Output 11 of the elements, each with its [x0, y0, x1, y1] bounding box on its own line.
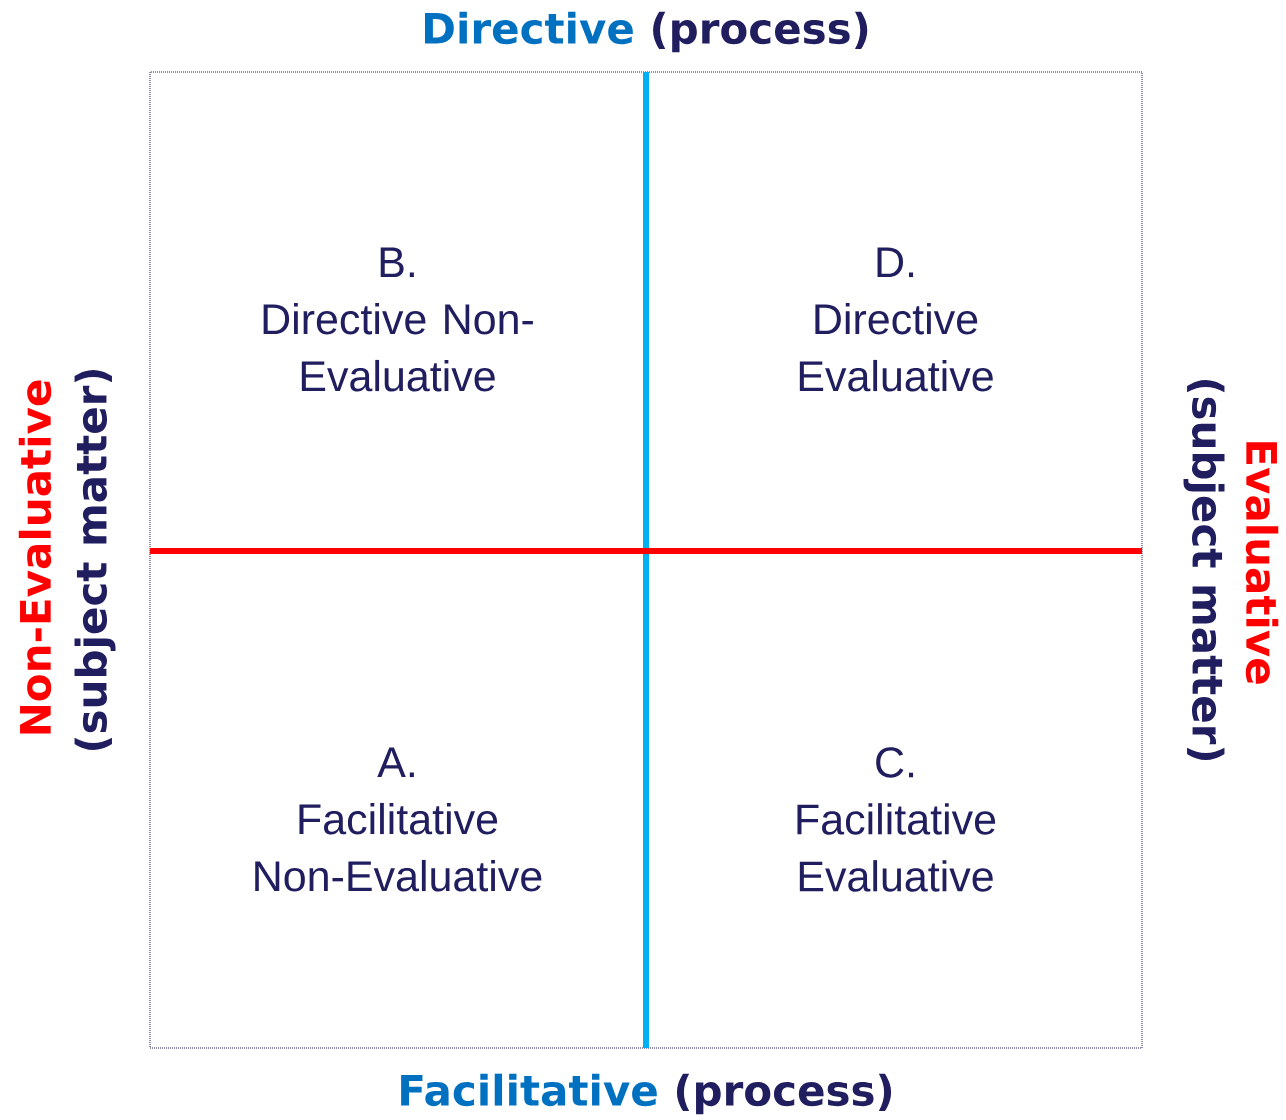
quadrant-label: D. Directive Evaluative — [799, 247, 993, 392]
axis-label: (subject matter) — [1183, 379, 1225, 760]
axis-label: (subject matter) — [74, 369, 116, 751]
axis-label: Non-Evaluative — [18, 380, 52, 734]
quadrant-label: B. Directive Non-Evaluative — [263, 247, 533, 392]
quadrant-label: C. Facilitative Evaluative — [797, 747, 996, 892]
quadrant-frame — [149, 71, 1143, 1049]
axis-label: Evaluative — [1245, 442, 1279, 684]
axis-label: Facilitative (process) — [401, 1073, 892, 1115]
quadrant-label: A. Facilitative Non-Evaluative — [255, 747, 542, 892]
axis-label: Directive (process) — [425, 11, 868, 53]
